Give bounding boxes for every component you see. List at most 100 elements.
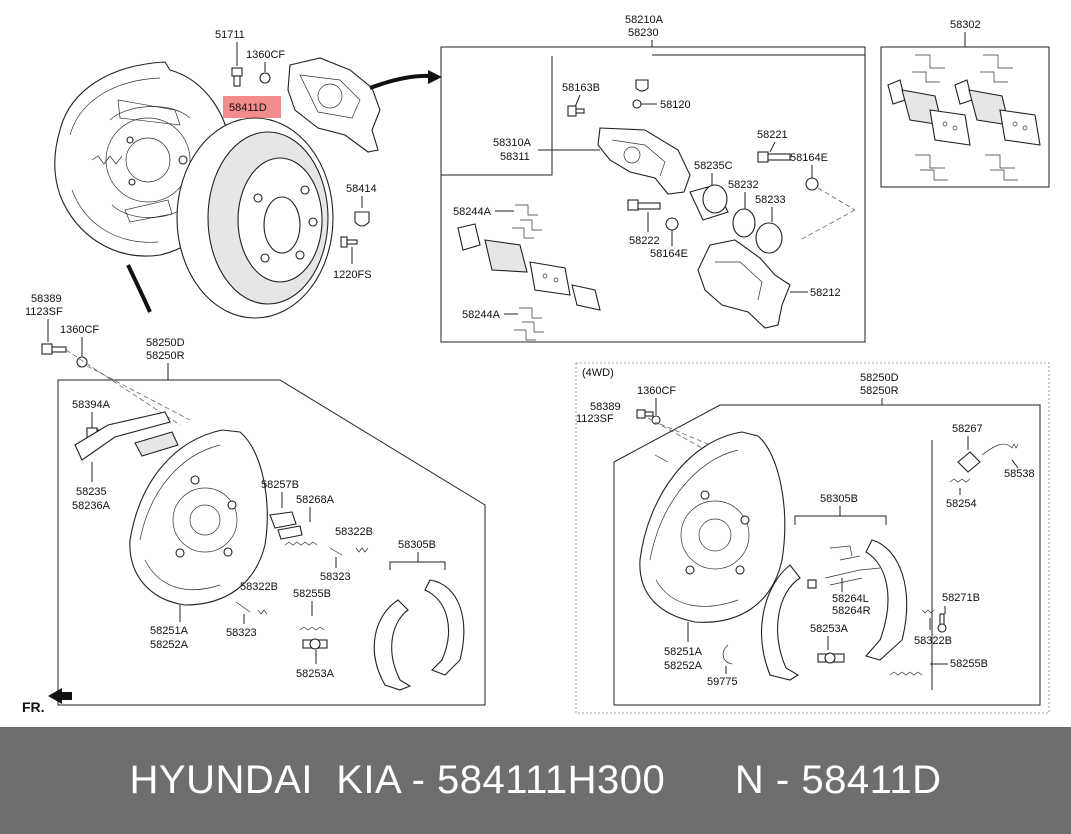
label-58322b-c: 58322B (914, 635, 952, 647)
label-58250d-b: 58250D (860, 372, 899, 384)
label-58311: 58311 (500, 151, 530, 163)
label-1360cf-c: 1360CF (637, 385, 676, 397)
seal-58232 (732, 208, 756, 238)
label-58253a-b: 58253A (810, 623, 849, 635)
label-1123sf-a: 1123SF (25, 306, 63, 318)
label-58250r-a: 58250R (146, 350, 185, 362)
label-58210a: 58210A (625, 14, 664, 26)
label-58253a-a: 58253A (296, 668, 335, 680)
label-58120: 58120 (660, 99, 691, 111)
label-51711: 51711 (215, 29, 245, 41)
label-58164e-b: 58164E (650, 248, 688, 260)
label-58252a-a: 58252A (150, 639, 189, 651)
spring-58322b-b (235, 601, 268, 615)
spring-58322b-c (921, 609, 935, 614)
label-58411d: 58411D (229, 102, 267, 114)
brake-pads-58302-in-kit (457, 223, 601, 311)
caliper-kit-box (440, 46, 866, 343)
label-1360cf-top: 1360CF (246, 49, 285, 61)
label-58305b-b: 58305B (820, 493, 858, 505)
label-58251a-b: 58251A (664, 646, 703, 658)
label-58267: 58267 (952, 423, 983, 435)
label-58222: 58222 (629, 235, 660, 247)
label-58221: 58221 (757, 129, 788, 141)
label-58252a-b: 58252A (664, 660, 703, 672)
label-58302: 58302 (950, 19, 981, 31)
boot-58233 (755, 222, 783, 254)
pin-small-4wd (654, 454, 669, 463)
front-direction-arrow-icon (48, 688, 72, 704)
bolt-58389-a (41, 343, 67, 355)
label-58389-b: 58389 (590, 401, 621, 413)
pad-kit-contents (887, 54, 1041, 181)
cap-58120 (635, 79, 649, 92)
clip-58244a-a (512, 204, 542, 239)
label-58163b: 58163B (562, 82, 600, 94)
label-58414: 58414 (346, 183, 377, 195)
label-58236a: 58236A (72, 500, 111, 512)
label-58305b-a: 58305B (398, 539, 436, 551)
label-58235: 58235 (76, 486, 107, 498)
label-58232: 58232 (728, 179, 759, 191)
adjuster-58253a-b (817, 652, 845, 664)
spring-58254 (949, 478, 971, 483)
label-58257b: 58257B (261, 479, 299, 491)
clip-59775 (722, 644, 733, 665)
label-58538: 58538 (1004, 468, 1035, 480)
label-58254: 58254 (946, 498, 977, 510)
guide-pin-58222 (627, 199, 661, 211)
label-58310a: 58310A (493, 137, 532, 149)
label-58230: 58230 (628, 27, 659, 39)
label-fr: FR. (22, 699, 45, 715)
label-58164e-a: 58164E (790, 152, 828, 164)
spring-58255b-b (889, 671, 923, 676)
label-58233: 58233 (755, 194, 786, 206)
lever-58235 (74, 411, 179, 461)
screw-1220fs (340, 236, 358, 248)
label-58268a: 58268A (296, 494, 335, 506)
backing-plate-58251a-4wd (639, 431, 786, 623)
piston-58235c (689, 184, 729, 221)
leader-arrow-caliper (369, 73, 431, 90)
nut-1360cf-top (259, 72, 271, 84)
label-1360cf-b: 1360CF (60, 324, 99, 336)
brake-disc-58411d (176, 117, 334, 319)
spring-58322b-a (329, 547, 369, 556)
backing-plate-box-left (57, 379, 486, 706)
label-58255b-a: 58255B (293, 588, 331, 600)
carrier-58212 (697, 239, 791, 329)
strut-parts-58264 (807, 545, 881, 589)
label-58235c: 58235C (694, 160, 733, 172)
label-58322b-b: 58322B (240, 581, 278, 593)
bolt-51711 (231, 67, 243, 87)
4wd-dotted-box (575, 362, 1050, 714)
brake-shoes-58305b-b (761, 539, 908, 681)
adjuster-58253a-a (302, 638, 328, 650)
label-58323-b: 58323 (226, 627, 257, 639)
part-number-footer: HYUNDAI KIA - 584111H300 N - 58411D (0, 727, 1071, 834)
label-58255b-b: 58255B (950, 658, 988, 670)
label-58323-a: 58323 (320, 571, 351, 583)
boot-58164e-b (665, 217, 679, 231)
label-1123sf-b: 1123SF (576, 413, 614, 425)
label-58264l: 58264L (832, 593, 869, 605)
backing-plate-58251a (129, 429, 268, 606)
label-58264r: 58264R (832, 605, 871, 617)
label-58271b: 58271B (942, 592, 980, 604)
label-59775: 59775 (707, 676, 738, 688)
highlight-58411d (223, 96, 281, 118)
label-58212: 58212 (810, 287, 841, 299)
caliper-body-58310a (597, 127, 691, 195)
label-58244a-b: 58244A (462, 309, 501, 321)
label-58250d-a: 58250D (146, 337, 185, 349)
label-58322b-a: 58322B (335, 526, 373, 538)
boot-58164e-a (805, 177, 819, 191)
label-4wd: (4WD) (582, 367, 614, 379)
label-58394a: 58394A (72, 399, 111, 411)
label-58244a-a: 58244A (453, 206, 492, 218)
nut-1360cf-b (76, 356, 88, 368)
plate-58267 (957, 451, 981, 473)
bolt-58389-b (636, 409, 654, 419)
pin-58271b (937, 613, 947, 633)
exploded-parts-diagram: 51711 1360CF 58411D 58414 1220FS 58210A (22, 14, 1050, 715)
